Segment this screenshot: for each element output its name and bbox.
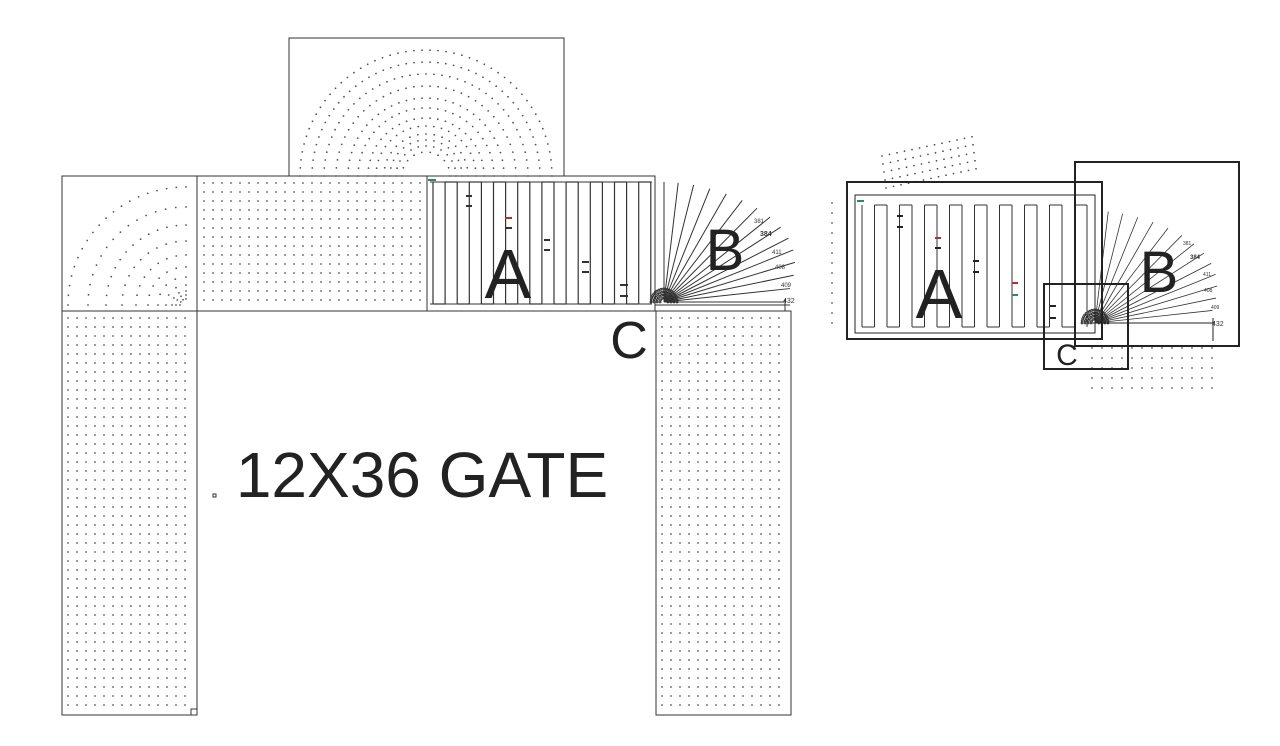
- inset-zone-a-markers: [857, 200, 1056, 319]
- inset-zone-b-label: B: [1140, 240, 1179, 305]
- corner-marker: [190, 708, 198, 716]
- left-corner-panel: [61, 175, 198, 312]
- main-dot-field: [67, 49, 780, 706]
- inset-dot-field: [831, 135, 1213, 389]
- inset-zone-a-frame: [846, 181, 1103, 340]
- zone-c-label: C: [610, 312, 648, 370]
- dim-label-432: 432: [783, 298, 795, 305]
- dim-label-409: 409: [781, 283, 792, 289]
- zone-b-fan: [649, 182, 796, 304]
- zone-a-panel: [426, 175, 656, 312]
- dim-label-408: 408: [775, 265, 786, 271]
- zone-a-serpentine: [430, 181, 652, 305]
- gate-title: 12X36 GATE: [236, 439, 608, 511]
- inset-dim-label-409: 409: [1211, 305, 1220, 311]
- dim-label-384: 384: [760, 231, 772, 238]
- zone-b-dimension-labels: 381 384 411 408 409 432: [754, 219, 795, 305]
- zone-a-markers: [428, 179, 628, 297]
- inset-zone-c-label: C: [1056, 339, 1078, 372]
- dim-label-381: 381: [754, 219, 765, 225]
- top-arc-panel: [288, 37, 565, 177]
- inset-zone-c-frame: [1043, 283, 1129, 370]
- inset-zone-b-dimension-labels: 381 384 411 408 409 432: [1183, 241, 1224, 328]
- inset-dim-label-408: 408: [1204, 288, 1213, 294]
- inset-zone-a-inner-frame: [854, 194, 1096, 334]
- inset-zone-a-label: A: [916, 255, 963, 333]
- inset-dim-label-381: 381: [1183, 241, 1192, 247]
- inset-dim-label-384: 384: [1190, 255, 1201, 261]
- inset-dim-label-411: 411: [1203, 272, 1211, 278]
- inset-gate-layout: 381 384 411 408 409 432 A B C: [831, 135, 1240, 389]
- title-marker: [212, 493, 217, 498]
- main-gate-layout: 381 384 411 408 409 432 A B C 12X36 GATE: [61, 37, 796, 716]
- left-leg-panel: [61, 310, 198, 716]
- zone-a-label: A: [485, 235, 532, 313]
- inset-zone-b-frame: [1074, 161, 1240, 347]
- inset-dim-label-432: 432: [1212, 321, 1224, 328]
- dim-label-411: 411: [772, 250, 782, 256]
- inset-zone-a-serpentine: [861, 204, 1088, 328]
- right-leg-panel: [655, 310, 792, 716]
- zone-b-label: B: [706, 218, 745, 283]
